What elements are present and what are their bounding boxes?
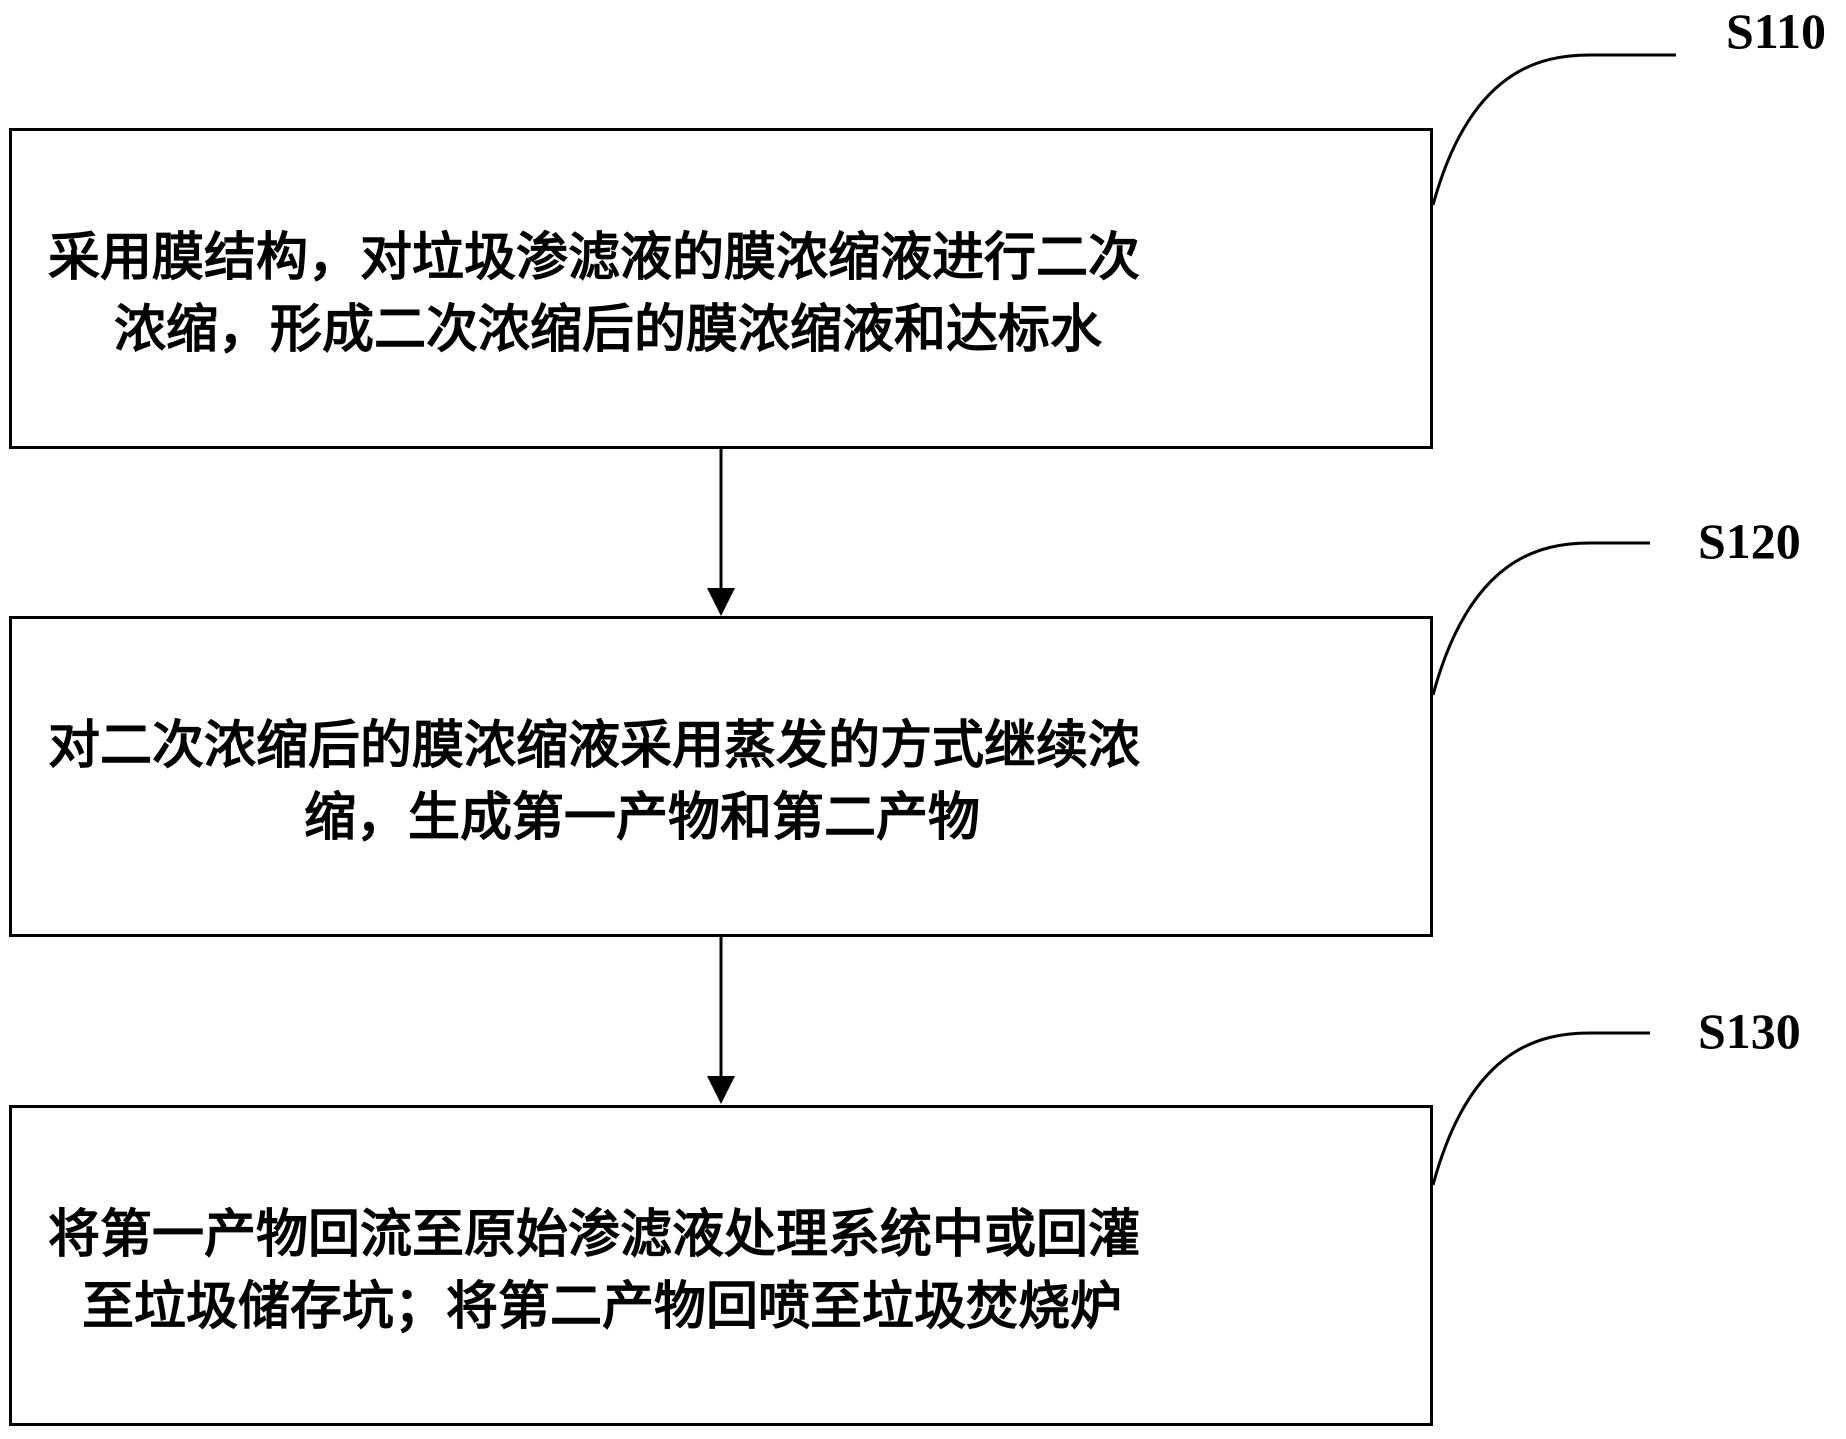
step-text-s110: 采用膜结构，对垃圾渗滤液的膜浓缩液进行二次 浓缩，形成二次浓缩后的膜浓缩液和达标… — [12, 222, 1430, 366]
step-text-s120: 对二次浓缩后的膜浓缩液采用蒸发的方式继续浓 缩，生成第一产物和第二产物 — [12, 710, 1430, 854]
arrowhead-s130 — [707, 1076, 735, 1104]
step-box-s130: 将第一产物回流至原始渗滤液处理系统中或回灌 至垃圾储存坑；将第二产物回喷至垃圾焚… — [9, 1105, 1433, 1426]
step-text-line: 缩，生成第一产物和第二产物 — [304, 787, 981, 848]
leader-line-s120 — [1431, 541, 1650, 696]
leader-line-s110 — [1431, 53, 1676, 206]
step-label-s110: S110 — [1726, 3, 1827, 59]
leader-line-s130 — [1431, 1031, 1650, 1186]
step-text-line: 对二次浓缩后的膜浓缩液采用蒸发的方式继续浓 — [48, 715, 1141, 776]
step-text-s130: 将第一产物回流至原始渗滤液处理系统中或回灌 至垃圾储存坑；将第二产物回喷至垃圾焚… — [12, 1199, 1430, 1343]
step-box-s120: 对二次浓缩后的膜浓缩液采用蒸发的方式继续浓 缩，生成第一产物和第二产物 — [9, 616, 1433, 937]
step-text-line: 采用膜结构，对垃圾渗滤液的膜浓缩液进行二次 — [48, 227, 1141, 288]
step-label-s130: S130 — [1698, 1003, 1801, 1059]
arrowhead-s120 — [707, 588, 735, 616]
step-text-line: 至垃圾储存坑；将第二产物回喷至垃圾焚烧炉 — [82, 1276, 1123, 1337]
step-label-s120: S120 — [1698, 513, 1801, 569]
step-text-line: 将第一产物回流至原始渗滤液处理系统中或回灌 — [48, 1204, 1141, 1265]
step-text-line: 浓缩，形成二次浓缩后的膜浓缩液和达标水 — [114, 299, 1103, 360]
step-box-s110: 采用膜结构，对垃圾渗滤液的膜浓缩液进行二次 浓缩，形成二次浓缩后的膜浓缩液和达标… — [9, 128, 1433, 449]
